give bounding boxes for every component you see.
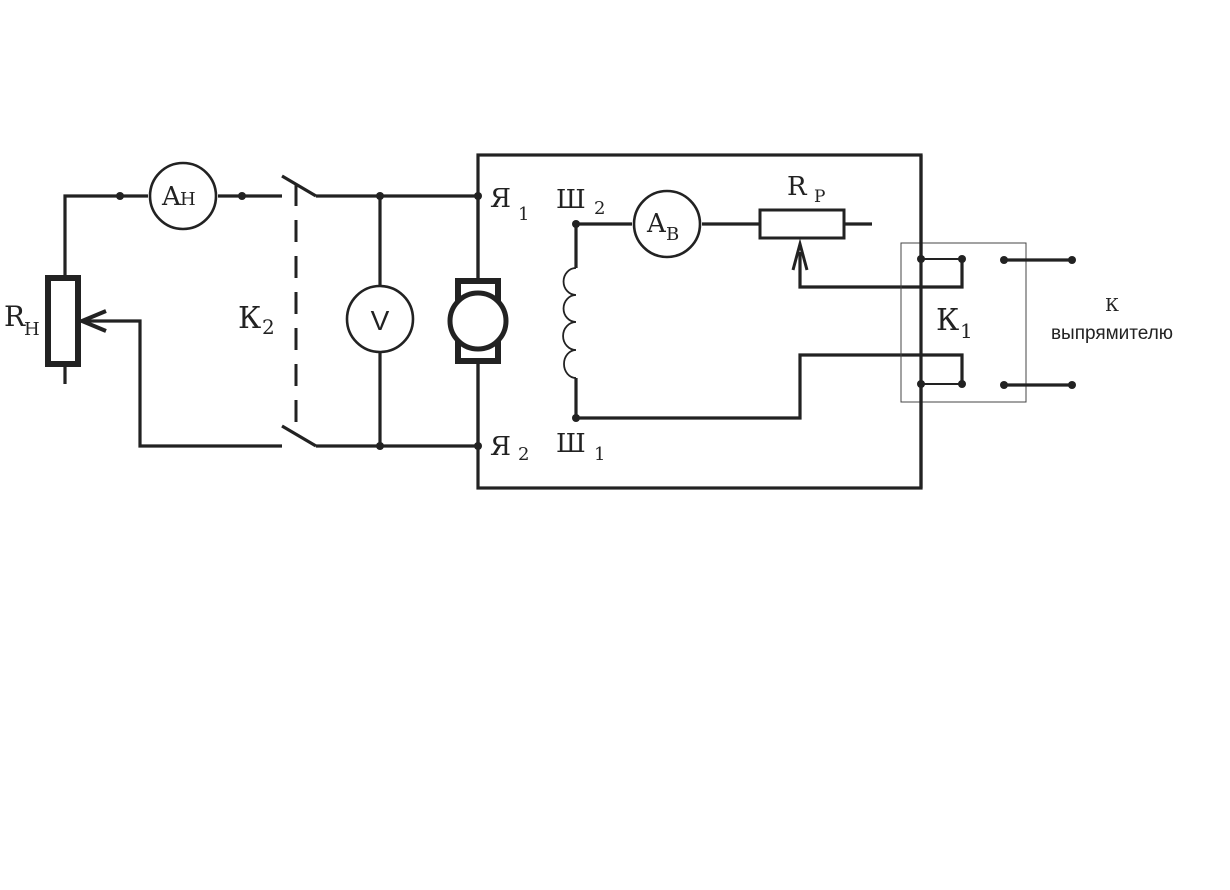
switch-k2-blade-bottom bbox=[281, 424, 317, 448]
ammeter-load-circle bbox=[148, 161, 218, 231]
switch-k2 bbox=[281, 174, 317, 448]
switch-k2-blade-top bbox=[281, 174, 317, 198]
load-circuit bbox=[63, 194, 480, 448]
field-terminal-2-sub: 2 bbox=[594, 198, 605, 219]
field-terminal-1-sub: 1 bbox=[594, 444, 605, 465]
load-top-wire bbox=[63, 194, 148, 278]
rectifier-label-line1: К bbox=[1105, 295, 1119, 316]
load-bottom-wire bbox=[112, 319, 282, 448]
junction-dot bbox=[376, 192, 384, 200]
terminal-dot-ya1 bbox=[474, 192, 482, 200]
load-rheostat-sub: Н bbox=[24, 319, 40, 340]
ammeter-field-label: A bbox=[646, 209, 667, 239]
armature bbox=[447, 278, 509, 364]
junction-dots bbox=[116, 192, 1076, 450]
junction-dot bbox=[238, 192, 246, 200]
rectifier-label-line2: выпрямителю bbox=[1051, 323, 1173, 344]
load-rheostat-body bbox=[45, 275, 81, 367]
field-rheostat-sub: Р bbox=[814, 187, 825, 207]
terminal-dot-sh1 bbox=[572, 414, 580, 422]
terminal-dot-ya2 bbox=[474, 442, 482, 450]
field-terminal-2-label: Ш bbox=[556, 185, 586, 215]
voltmeter-circle bbox=[345, 284, 415, 354]
contact-dot bbox=[958, 255, 966, 263]
field-rheostat-wiper-wire bbox=[798, 252, 964, 289]
field-terminal-1-label: Ш bbox=[556, 429, 586, 459]
switch-k1-label: К bbox=[936, 303, 959, 338]
contact-dot bbox=[958, 380, 966, 388]
switch-k1 bbox=[900, 155, 1072, 488]
junction-dot bbox=[116, 192, 124, 200]
contact-dot bbox=[1068, 256, 1076, 264]
contact-dot bbox=[917, 255, 925, 263]
ammeter-load: A Н bbox=[148, 161, 218, 231]
voltmeter: V bbox=[345, 284, 415, 354]
ammeter-load-label: A bbox=[161, 182, 182, 212]
terminal-dot-sh2 bbox=[572, 220, 580, 228]
switch-k1-sub: 1 bbox=[960, 319, 973, 343]
load-rheostat bbox=[45, 275, 112, 367]
ammeter-field: A В bbox=[632, 189, 702, 259]
switch-k2-label: К bbox=[238, 301, 261, 336]
load-rheostat-arrow bbox=[76, 309, 107, 333]
ammeter-field-circle bbox=[632, 189, 702, 259]
ammeter-load-sub: Н bbox=[180, 189, 196, 210]
field-rheostat-body bbox=[758, 208, 846, 240]
junction-dot bbox=[376, 442, 384, 450]
field-rheostat bbox=[758, 208, 846, 271]
switch-k1-box bbox=[900, 242, 1027, 403]
armature-terminal-1-label: Я bbox=[490, 184, 511, 214]
contact-dot bbox=[1000, 256, 1008, 264]
field-bottom-wire bbox=[574, 353, 964, 420]
contact-dot bbox=[917, 380, 925, 388]
armature-rotor bbox=[447, 290, 509, 352]
armature-terminal-1-sub: 1 bbox=[518, 204, 529, 225]
field-coil bbox=[562, 267, 577, 379]
contact-dot bbox=[1000, 381, 1008, 389]
ammeter-field-sub: В bbox=[666, 224, 679, 245]
field-top-wire bbox=[574, 222, 632, 268]
labels: R Н К 2 Я 1 Я 2 Ш 2 Ш 1 R Р К 1 К выпрям… bbox=[4, 172, 1173, 465]
armature-terminal-2-sub: 2 bbox=[518, 444, 529, 465]
field-circuit bbox=[562, 222, 964, 420]
load-rheostat-label: R bbox=[4, 300, 26, 333]
switch-k2-sub: 2 bbox=[262, 315, 275, 339]
armature-terminal-2-label: Я bbox=[490, 432, 511, 462]
contact-dot bbox=[1068, 381, 1076, 389]
field-rheostat-arrow bbox=[791, 238, 809, 271]
machine-housing bbox=[476, 153, 923, 490]
field-rheostat-label: R bbox=[787, 172, 808, 202]
voltmeter-label: V bbox=[371, 305, 390, 336]
